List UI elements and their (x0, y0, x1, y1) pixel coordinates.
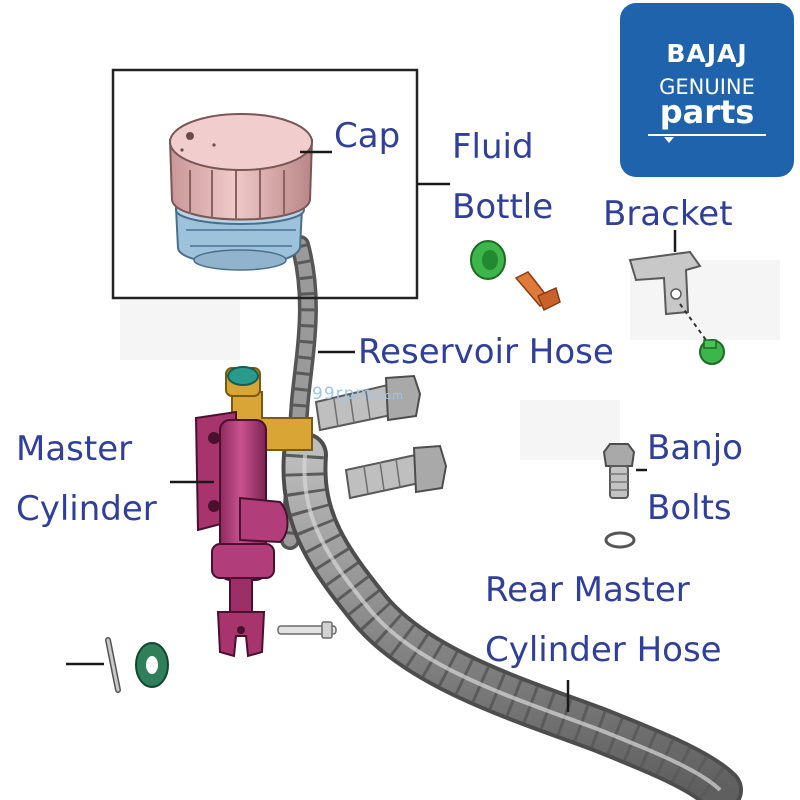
watermark: 99rpm.com (312, 384, 404, 404)
logo-parts: parts (659, 93, 755, 131)
mounting-bracket (628, 250, 707, 341)
orange-bolt (514, 271, 561, 312)
watermark-main: 99rpm (312, 384, 373, 404)
sealing-washer (604, 531, 636, 549)
banjo-bolts-label-line1: Banjo (647, 428, 743, 468)
logo-arrow-icon (664, 137, 674, 143)
fluid-bottle-label-line2: Bottle (452, 187, 554, 227)
banjo-bolt-lower (344, 444, 448, 500)
rear-master-cylinder-hose-label-line1: Rear Master (485, 570, 690, 610)
green-bracket-bolt (699, 339, 725, 365)
bracket-label: Bracket (603, 194, 733, 234)
cap-label: Cap (334, 116, 401, 156)
banjo-bolts-label-line2: Bolts (647, 488, 732, 528)
banjo-bolt-upper (314, 374, 422, 432)
bajaj-genuine-parts-logo: BAJAJ GENUINE parts (620, 3, 794, 177)
watermark-suffix: .com (372, 389, 404, 402)
reservoir-hose-label: Reservoir Hose (358, 332, 614, 372)
logo-brand: BAJAJ (666, 39, 748, 68)
rear-master-cylinder-hose (281, 432, 743, 800)
green-grommet (470, 240, 506, 280)
logo-genuine: GENUINE (659, 75, 755, 99)
banjo-bolt-standalone (602, 443, 636, 499)
clevis-pin (277, 621, 337, 639)
master-cylinder (194, 366, 313, 658)
leader-lines (66, 150, 677, 712)
green-washer-hole (146, 656, 158, 674)
rear-master-cylinder-hose-label-line2: Cylinder Hose (485, 630, 722, 670)
split-pin (105, 637, 121, 693)
fluid-bottle-label-line1: Fluid (452, 127, 534, 167)
master-cylinder-label-line2: Cylinder (16, 489, 157, 529)
master-cylinder-label-line1: Master (16, 429, 133, 469)
fluid-bottle-cap (168, 113, 314, 221)
logo-underline (648, 134, 766, 136)
